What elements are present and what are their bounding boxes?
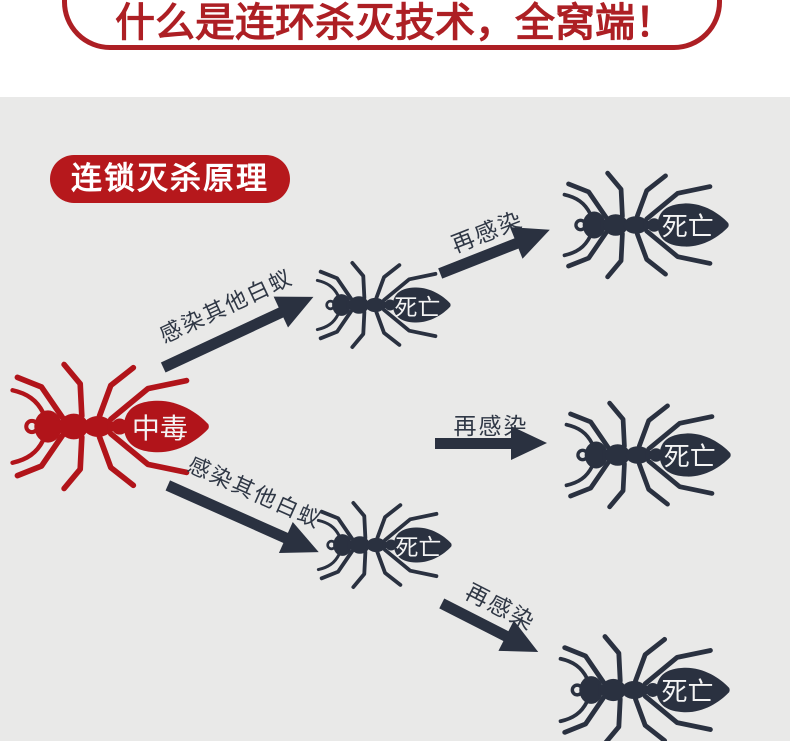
dead-ant-top-right: 死亡 [559, 161, 733, 289]
dead-ant-top: 死亡 [313, 253, 454, 357]
ant-state-label: 死亡 [394, 294, 441, 320]
infect-arrow-bottom: 感染其他白蚁 [165, 452, 326, 568]
ant-state-label: 中毒 [131, 412, 188, 444]
header-banner: 什么是连环杀灭技术，全窝端！ [0, 0, 790, 97]
ant-state-label: 死亡 [661, 211, 714, 242]
page-title: 什么是连环杀灭技术，全窝端！ [115, 1, 675, 45]
ant-state-label: 死亡 [663, 441, 716, 472]
ant-state-label: 死亡 [661, 676, 714, 707]
arrow-head-icon [511, 426, 547, 460]
infect-arrow-top: 感染其他白蚁 [156, 264, 321, 373]
ant-state-label: 死亡 [395, 534, 442, 560]
reinfect-arrow-bottom: 再感染 [439, 578, 546, 668]
reinfect-arrow-top: 再感染 [438, 206, 557, 279]
arrow-shaft [435, 438, 515, 449]
dead-ant-middle-right: 死亡 [561, 391, 735, 519]
principle-badge: 连锁灭杀原理 [50, 155, 290, 203]
dead-ant-bottom: 死亡 [314, 493, 455, 597]
dead-ant-bottom-right: 死亡 [555, 624, 734, 741]
poisoned-ant: 中毒 [6, 350, 214, 503]
